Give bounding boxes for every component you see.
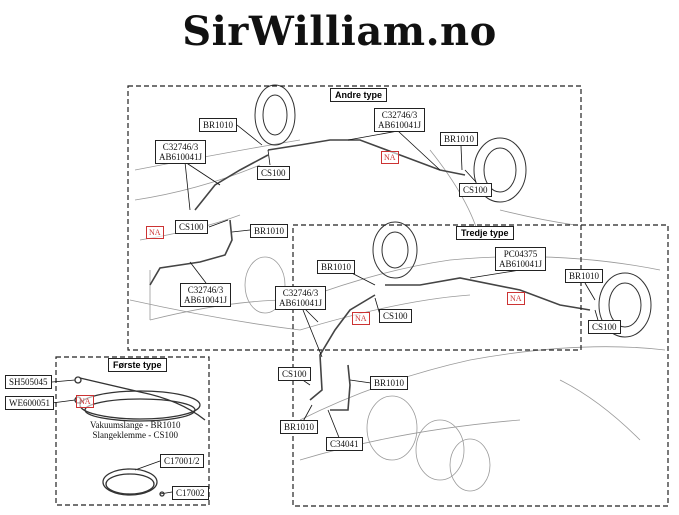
part-number: C32746/3 [162, 142, 199, 152]
brake-servo-units [254, 84, 652, 338]
part-label-cs100: CS100 [257, 166, 290, 180]
part-label-c32746: C32746/3 AB610041J [374, 108, 426, 132]
part-number-alt: AB610041J [159, 152, 203, 162]
hose-description-line: Vakuumslange - BR1010 [90, 420, 181, 430]
na-marker: NA [352, 312, 370, 325]
part-label-c34041: C34041 [326, 437, 363, 451]
section-title-andre-type: Andre type [330, 88, 388, 102]
part-label-sh505045: SH505045 [5, 375, 52, 389]
na-marker: NA [76, 395, 94, 408]
part-label-cs100: CS100 [175, 220, 208, 234]
part-number: C32746/3 [187, 285, 224, 295]
part-number: C32746/3 [282, 288, 319, 298]
part-number: C32746/3 [381, 110, 418, 120]
part-number-alt: AB610041J [378, 120, 422, 130]
part-label-c17001: C17001/2 [160, 454, 204, 468]
part-label-c32746: C32746/3 AB610041J [180, 283, 232, 307]
part-number-alt: AB610041J [184, 295, 228, 305]
hose-description: Vakuumslange - BR1010 Slangeklemme - CS1… [90, 420, 181, 440]
section-title-forste-type: Første type [108, 358, 167, 372]
part-label-c17002: C17002 [172, 486, 209, 500]
part-label-br1010: BR1010 [199, 118, 238, 132]
part-label-cs100: CS100 [379, 309, 412, 323]
part-label-br1010: BR1010 [440, 132, 479, 146]
part-label-cs100: CS100 [588, 320, 621, 334]
part-label-we600051: WE600051 [5, 396, 54, 410]
part-label-cs100: CS100 [278, 367, 311, 381]
na-marker: NA [507, 292, 525, 305]
leader-lines [51, 124, 601, 495]
part-label-c32746: C32746/3 AB610041J [275, 286, 327, 310]
section-frames [55, 85, 669, 507]
clamp-description-line: Slangeklemme - CS100 [92, 430, 179, 440]
part-label-br1010: BR1010 [565, 269, 604, 283]
part-number-alt: AB610041J [279, 298, 323, 308]
part-label-pc04375: PC04375 AB610041J [495, 247, 547, 271]
part-label-br1010: BR1010 [317, 260, 356, 274]
na-marker: NA [146, 226, 164, 239]
part-label-c32746: C32746/3 AB610041J [155, 140, 207, 164]
site-title: SirWilliam.no [182, 8, 497, 55]
forste-hose-coil [74, 376, 206, 497]
part-label-br1010: BR1010 [370, 376, 409, 390]
part-number-alt: AB610041J [499, 259, 543, 269]
vacuum-hoses [149, 139, 591, 411]
na-marker: NA [381, 151, 399, 164]
part-label-cs100: CS100 [459, 183, 492, 197]
part-label-br1010: BR1010 [250, 224, 289, 238]
part-number: PC04375 [503, 249, 538, 259]
part-label-br1010: BR1010 [280, 420, 319, 434]
section-title-tredje-type: Tredje type [456, 226, 514, 240]
